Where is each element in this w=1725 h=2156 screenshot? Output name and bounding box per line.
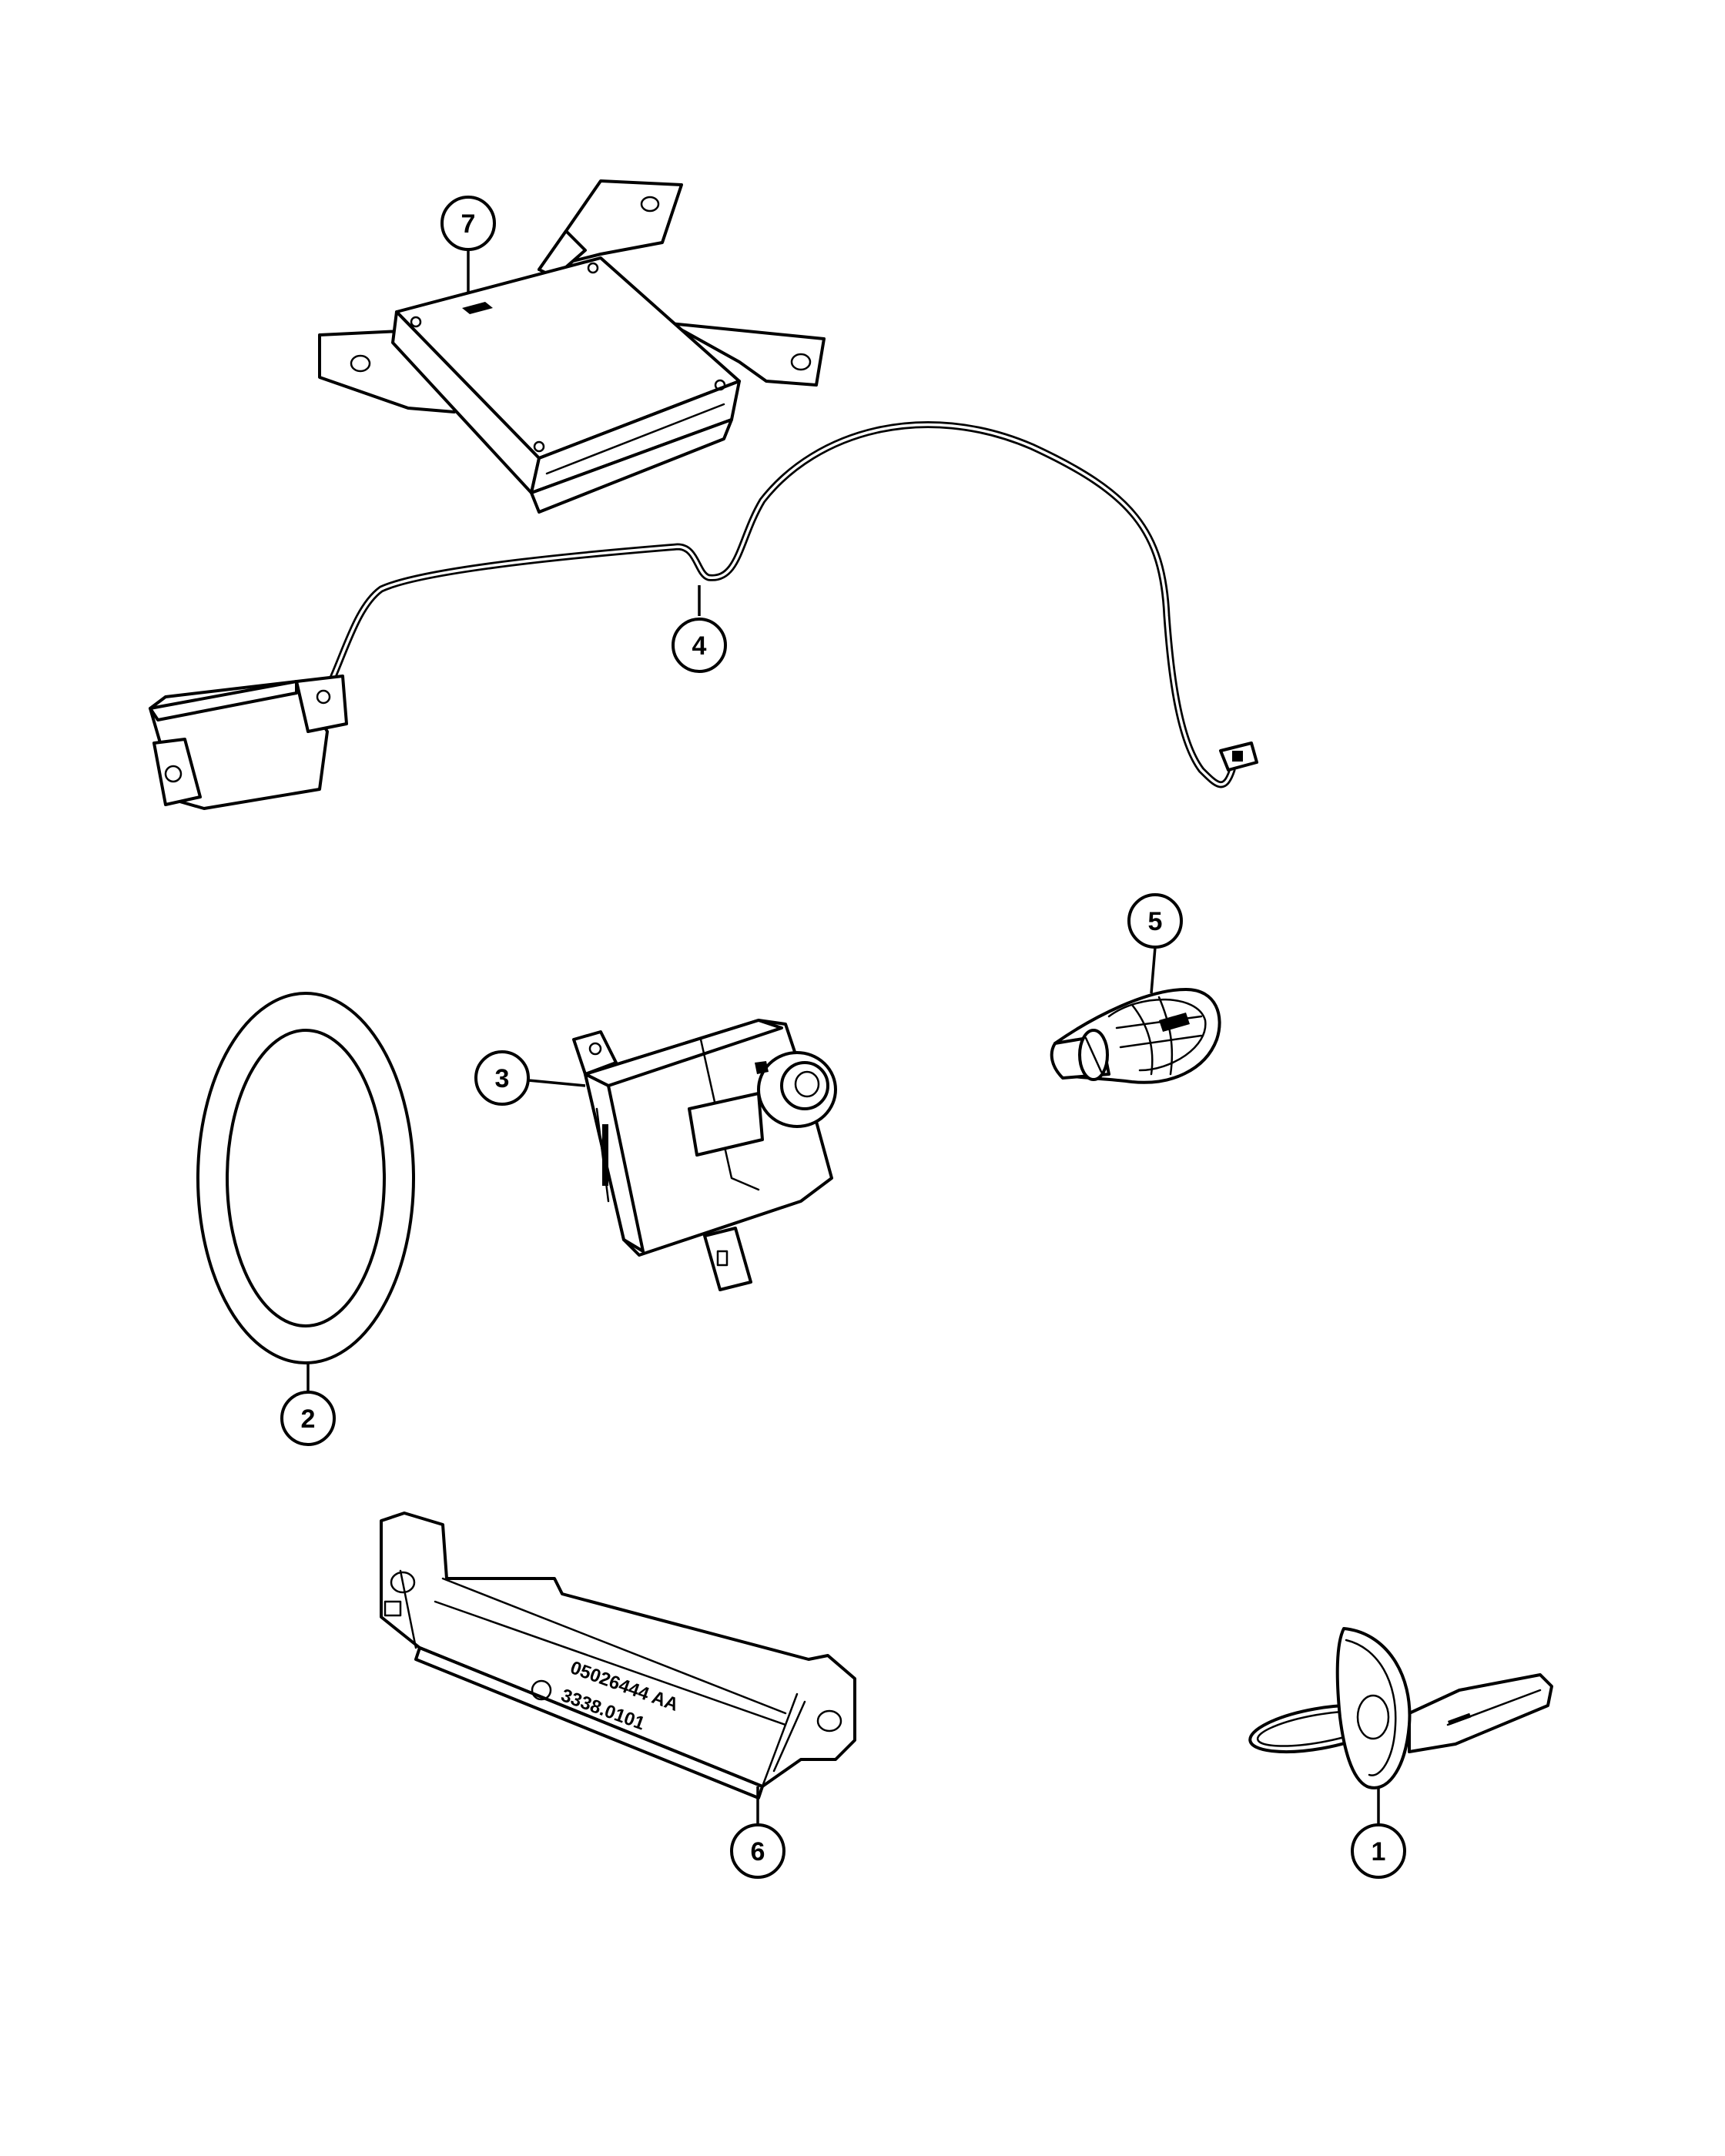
callout-6-label: 6 [751,1837,765,1866]
callout-5: 5 [1127,893,1183,949]
callout-3-label: 3 [495,1064,510,1093]
callout-7-label: 7 [461,209,476,239]
part-5-key-fob [1050,988,1221,1084]
callout-4: 4 [672,618,727,673]
leader-lines [306,249,1380,1825]
callout-4-label: 4 [692,631,707,661]
part-1-key [1248,1627,1553,1789]
callout-6: 6 [730,1823,785,1879]
callout-1: 1 [1351,1823,1406,1879]
callout-2-label: 2 [301,1404,316,1434]
callout-3: 3 [474,1050,530,1106]
callout-2: 2 [280,1391,336,1446]
part-2-trim-ring [196,992,415,1364]
part-3-ignition-module [572,1019,837,1291]
part-4-antenna-module [149,420,1258,810]
callout-1-label: 1 [1372,1837,1386,1866]
part-7-control-module [318,179,826,514]
callout-7: 7 [440,196,496,251]
callout-5-label: 5 [1148,907,1163,936]
part-6-receiver-module: 05026444 AA 3338.0101 [380,1512,856,1799]
